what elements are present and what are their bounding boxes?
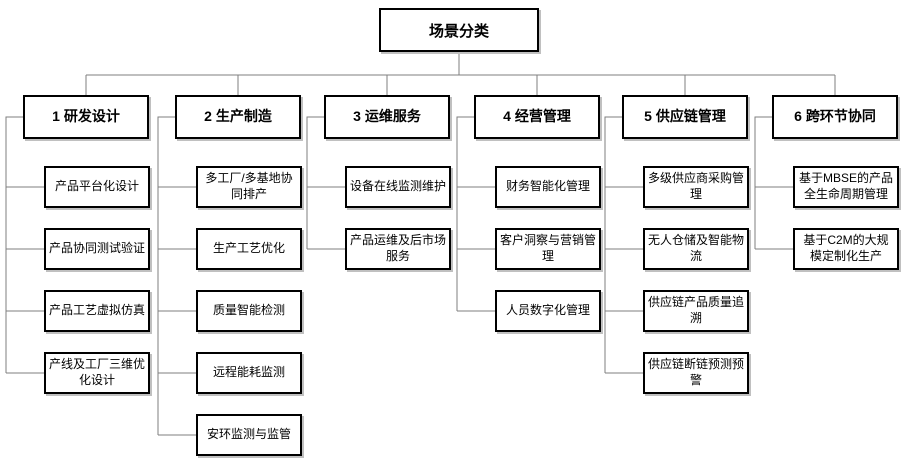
col5-tree-connector: [604, 116, 643, 374]
scene-node: 无人仓储及智能物流: [643, 228, 749, 270]
scene-node: 远程能耗监测: [196, 352, 302, 394]
col6-tree-connector: [754, 116, 793, 250]
scene-node: 设备在线监测维护: [345, 166, 451, 208]
category-node-rd-design: 1 研发设计: [23, 95, 149, 139]
scene-node: 人员数字化管理: [495, 290, 601, 332]
scene-node: 客户洞察与营销管理: [495, 228, 601, 270]
category-drop-connectors: [85, 75, 836, 95]
scene-node: 质量智能检测: [196, 290, 302, 332]
category-node-supply-chain: 5 供应链管理: [622, 95, 748, 139]
scene-node: 多级供应商采购管理: [643, 166, 749, 208]
scene-node: 安环监测与监管: [196, 414, 302, 456]
category-node-operations: 3 运维服务: [324, 95, 450, 139]
scene-node: 财务智能化管理: [495, 166, 601, 208]
category-node-production: 2 生产制造: [175, 95, 301, 139]
scene-node: 产品平台化设计: [44, 166, 150, 208]
root-node: 场景分类: [379, 8, 539, 52]
scene-node: 产品运维及后市场服务: [345, 228, 451, 270]
scene-node: 产品工艺虚拟仿真: [44, 290, 150, 332]
scene-node: 供应链产品质量追溯: [643, 290, 749, 332]
scene-node: 多工厂/多基地协同排产: [196, 166, 302, 208]
scene-node: 生产工艺优化: [196, 228, 302, 270]
category-node-business-mgmt: 4 经营管理: [474, 95, 600, 139]
col4-tree-connector: [456, 116, 495, 312]
category-node-cross-link: 6 跨环节协同: [772, 95, 898, 139]
scene-node: 产线及工厂三维优化设计: [44, 352, 150, 394]
col2-tree-connector: [157, 116, 196, 436]
scene-node: 基于MBSE的产品全生命周期管理: [793, 166, 899, 208]
scene-node: 产品协同测试验证: [44, 228, 150, 270]
col3-tree-connector: [306, 116, 345, 250]
scene-node: 供应链断链预测预警: [643, 352, 749, 394]
scene-node: 基于C2M的大规模定制化生产: [793, 228, 899, 270]
col1-tree-connector: [5, 116, 44, 374]
